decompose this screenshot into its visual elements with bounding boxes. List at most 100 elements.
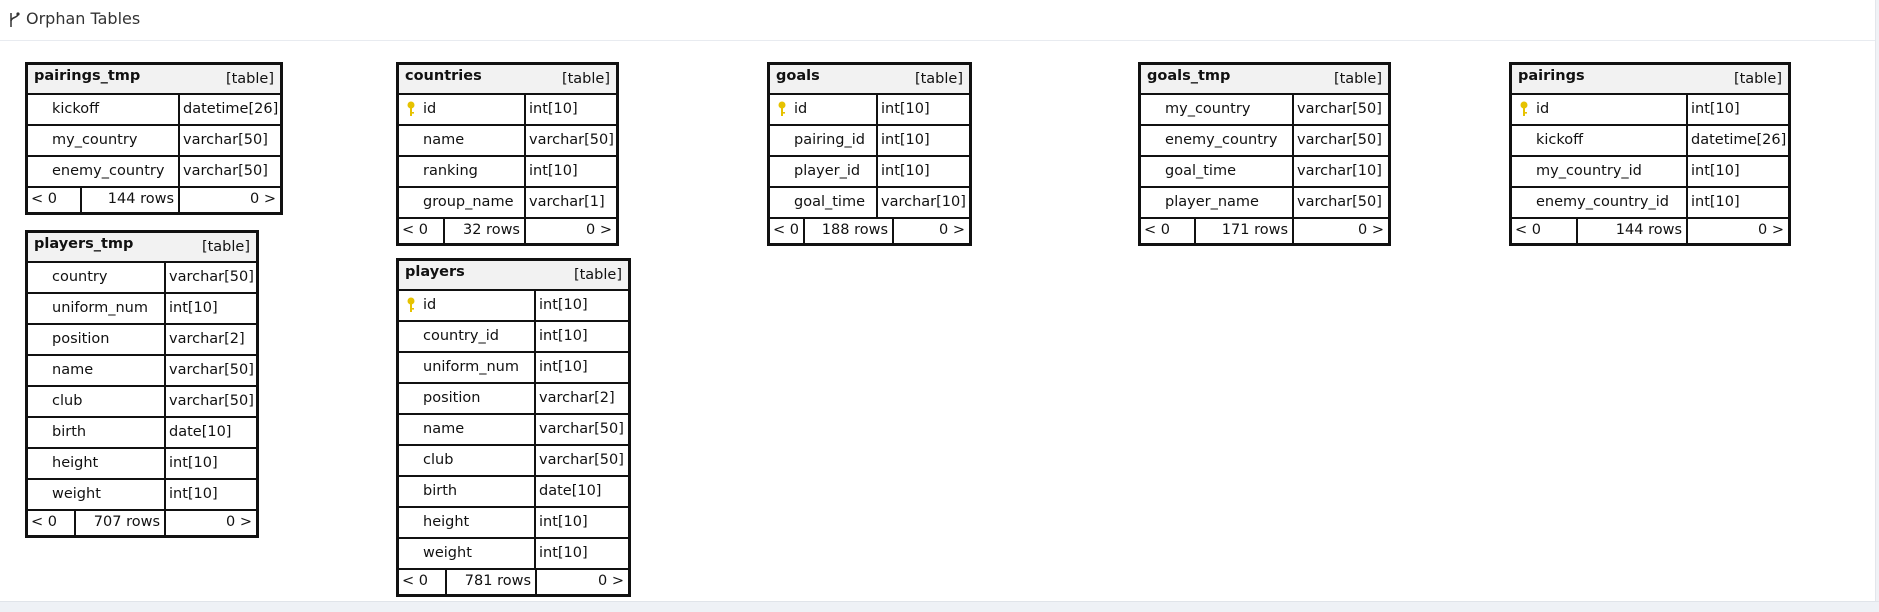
- prev-page-button[interactable]: < 0: [28, 188, 82, 212]
- column-name: country: [52, 269, 108, 285]
- column-name-cell: club: [28, 387, 166, 416]
- table-kind: [table]: [1333, 71, 1382, 87]
- column-row[interactable]: position varchar[2]: [399, 384, 628, 415]
- next-page-button[interactable]: 0 >: [586, 222, 612, 238]
- column-row[interactable]: enemy_country_id int[10]: [1512, 188, 1788, 219]
- column-type: int[10]: [881, 132, 930, 148]
- column-name-cell: uniform_num: [28, 294, 166, 323]
- prev-page-button[interactable]: < 0: [399, 219, 445, 243]
- column-name-cell: position: [28, 325, 166, 354]
- column-name-cell: name: [399, 415, 536, 444]
- row-count: 32 rows: [445, 219, 526, 243]
- row-count: 188 rows: [805, 219, 894, 243]
- column-name-cell: kickoff: [28, 95, 180, 124]
- column-type: varchar[50]: [1297, 101, 1382, 117]
- table-kind: [table]: [914, 71, 963, 87]
- column-name-cell: country: [28, 263, 166, 292]
- scrollbar-vertical[interactable]: [1875, 0, 1879, 611]
- column-name-cell: goal_time: [1141, 157, 1294, 186]
- column-type: varchar[2]: [539, 390, 615, 406]
- key-icon: [778, 101, 786, 116]
- table-kind: [table]: [561, 71, 610, 87]
- table-header[interactable]: goals[table]: [770, 65, 969, 95]
- table-header[interactable]: pairings_tmp[table]: [28, 65, 280, 95]
- next-page-button[interactable]: 0 >: [1758, 222, 1784, 238]
- table-header[interactable]: players[table]: [399, 261, 628, 291]
- row-count: 781 rows: [447, 570, 537, 594]
- next-page-button[interactable]: 0 >: [226, 514, 252, 530]
- panel-header: Orphan Tables: [0, 0, 1875, 41]
- table-header[interactable]: pairings[table]: [1512, 65, 1788, 95]
- table-header[interactable]: countries[table]: [399, 65, 616, 95]
- column-name: position: [423, 390, 481, 406]
- scrollbar-horizontal[interactable]: [0, 601, 1879, 612]
- column-type: int[10]: [1691, 194, 1740, 210]
- table-name: goals_tmp: [1147, 68, 1231, 84]
- column-name: enemy_country_id: [1536, 194, 1669, 210]
- column-type: varchar[50]: [1297, 194, 1382, 210]
- table-header[interactable]: players_tmp[table]: [28, 233, 256, 263]
- prev-page-button[interactable]: < 0: [770, 219, 805, 243]
- next-page-button[interactable]: 0 >: [1358, 222, 1384, 238]
- next-page-button[interactable]: 0 >: [250, 191, 276, 207]
- prev-page-button[interactable]: < 0: [1512, 219, 1578, 243]
- prev-page-button[interactable]: < 0: [399, 570, 447, 594]
- prev-page-button[interactable]: < 0: [28, 511, 76, 535]
- column-name: player_id: [794, 163, 861, 179]
- table-header[interactable]: goals_tmp [table]: [1141, 65, 1388, 95]
- next-page-button[interactable]: 0 >: [598, 573, 624, 589]
- column-type: int[10]: [539, 545, 588, 561]
- column-type: int[10]: [529, 101, 578, 117]
- prev-page-button[interactable]: < 0: [1141, 219, 1196, 243]
- next-page-button[interactable]: 0 >: [939, 222, 965, 238]
- column-name-cell: pairing_id: [770, 126, 878, 155]
- column-name-cell: birth: [28, 418, 166, 447]
- column-type: int[10]: [1691, 101, 1740, 117]
- column-type: int[10]: [169, 486, 218, 502]
- column-name: enemy_country: [52, 163, 165, 179]
